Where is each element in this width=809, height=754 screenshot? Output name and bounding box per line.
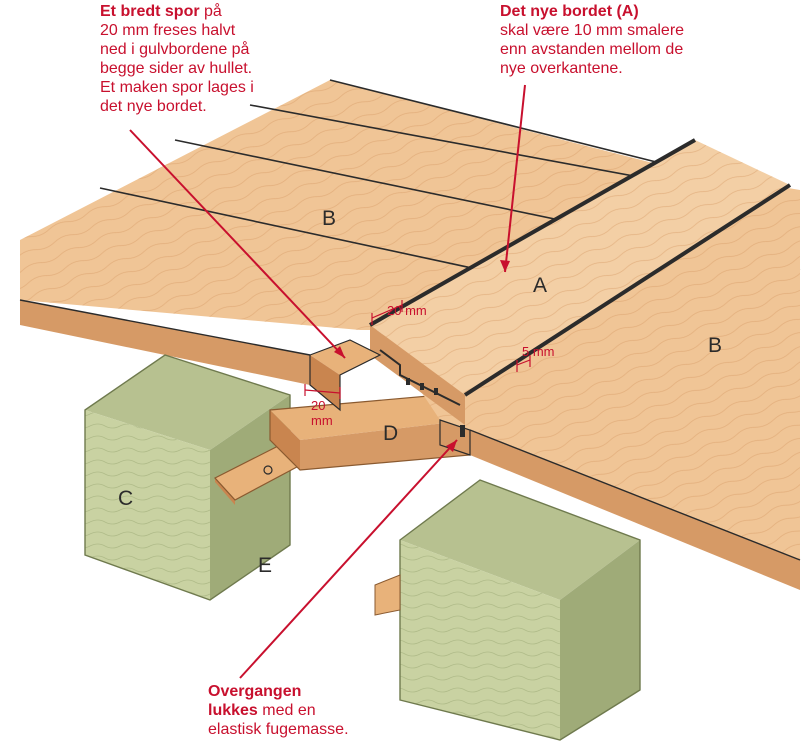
callout-spor-line5: det nye bordet. [100,98,207,115]
board-a-groove [463,183,792,397]
joist-outline [84,354,291,601]
label-d: D [383,422,398,445]
board-edge-line [19,299,311,356]
board-left-edge [19,299,311,385]
batten-end [215,478,235,505]
joist-outline [399,479,641,741]
new-board-a [369,138,792,425]
joist-front-right [399,479,641,741]
dimension-line [304,389,341,394]
arrow-line-bordet [504,84,526,273]
callout-bordet: Det nye bordet (A) skal være 10 mm smale… [500,2,760,78]
callout-bordet-title: Det nye bordet (A) [500,3,639,20]
groove-notch [420,383,424,390]
dimension-left-text-b: mm [311,413,333,428]
callout-spor-line0: på [204,3,222,20]
callout-bordet-line2: nye overkantene. [500,60,623,77]
dimension-marks [304,300,531,399]
spor-outline [309,339,382,412]
dimension-line [516,359,531,366]
callout-spor-line1: 20 mm freses halvt [100,22,236,39]
label-b-front: B [708,334,722,357]
support-block-d [269,394,471,471]
arrow-line-overgangen [239,439,458,679]
callout-spor: Et bredt spor på 20 mm freses halvt ned … [100,2,340,116]
callout-overgangen: Overgangen lukkes med en elastisk fugema… [208,682,408,739]
groove-notch [460,425,465,437]
callout-overgangen-line3: elastisk fugemasse. [208,721,349,738]
arrow-head-icon [500,260,510,272]
arrow-head-icon [446,440,457,452]
label-a: A [533,274,547,297]
label-e: E [258,554,272,577]
arrow-line-spor [129,129,346,359]
label-c: C [118,487,133,510]
callout-overgangen-title: Overgangen [208,683,302,700]
dimension-right-text: 5 mm [522,344,555,359]
board-edge-face [20,300,310,385]
joist-c [84,354,291,601]
callout-spor-line4: Et maken spor lages i [100,79,254,96]
label-b-back: B [322,207,336,230]
board-edge-line [469,429,801,561]
callout-overgangen-bold2: lukkes [208,702,258,719]
joist-top [400,480,640,600]
dimension-top-text: 20 mm [387,303,427,318]
callout-overgangen-rest2: med en [262,702,316,719]
board-a-grain [370,140,790,395]
floor-boards-front [380,190,801,590]
batten-right [374,574,401,616]
callout-spor-title: Et bredt spor [100,3,200,20]
dimension-left-text-a: 20 [311,398,325,413]
board-grain [380,190,800,560]
callout-bordet-line0: skal være 10 mm smalere [500,22,685,39]
screw-icon [263,465,273,475]
callout-spor-line2: ned i gulvbordene på [100,41,250,58]
callout-spor-line3: begge sider av hullet. [100,60,253,77]
callout-arrows [129,84,526,679]
block-end [270,410,300,470]
board-a-groove [369,138,696,327]
groove-notch [406,378,410,385]
dimension-line [371,304,403,319]
spor-face [310,355,340,410]
arrow-head-icon [334,346,345,358]
joist-grain [85,410,210,600]
joist-side [210,395,290,600]
joist-grain [400,540,560,740]
joist-side [560,540,640,740]
board-a-end [370,325,465,425]
groove-notch [434,388,438,395]
board-edge-face [470,430,800,590]
block-top [270,395,470,440]
callout-bordet-line1: enn avstanden mellom de [500,41,684,58]
block-front [300,420,470,470]
board-seam [329,79,681,169]
